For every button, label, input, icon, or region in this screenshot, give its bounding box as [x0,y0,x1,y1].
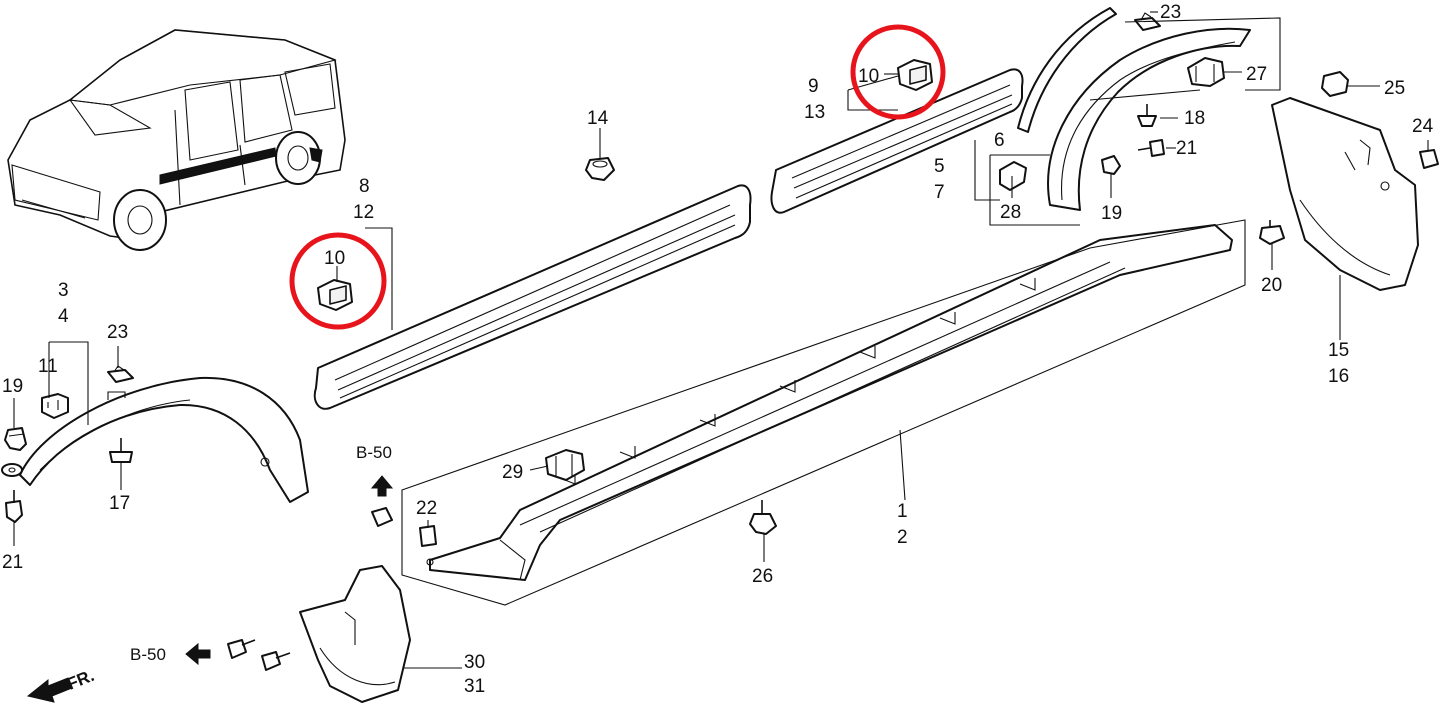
callout-29: 29 [502,462,523,483]
screw-18 [1137,104,1157,127]
callout-15: 15 [1328,340,1349,361]
callout-5: 5 [934,156,945,177]
screw-20 [1259,220,1285,245]
b50-up-arrow-icon [370,475,394,497]
nut-22 [419,525,437,547]
callout-9: 9 [808,76,819,97]
callout-30: 30 [464,652,485,673]
nut-23-left [107,365,134,383]
callout-16: 16 [1328,366,1349,387]
clip-28 [999,161,1027,198]
clip-29 [545,449,585,481]
callout-4: 4 [58,306,69,327]
callout-7: 7 [934,182,945,203]
screw-21-right [1137,139,1165,157]
clip-25 [1321,71,1349,97]
callout-14: 14 [587,108,609,129]
callout-25: 25 [1384,78,1405,99]
callout-1: 1 [897,501,908,522]
bolt-17 [109,438,133,463]
callout-13: 13 [804,102,825,123]
callout-2: 2 [897,527,908,548]
callout-23-left: 23 [107,322,128,343]
callout-17: 17 [109,493,130,514]
leader-lines [13,11,1429,669]
clip-10-lower [317,279,353,311]
door-molding-rear [770,68,1024,214]
clip-26 [749,500,777,535]
callout-31: 31 [464,676,485,697]
ref-b50-top: B-50 [356,443,392,462]
callout-11: 11 [38,356,58,377]
ref-b50-bottom: B-50 [130,645,166,664]
nut-24 [1419,149,1439,169]
highlight-circle-upper [850,24,946,120]
front-direction-arrow-icon [26,677,73,703]
clip-10-upper [897,59,933,91]
callout-3: 3 [58,280,69,301]
clip-27 [1187,57,1225,87]
rear-fender-leaders [989,17,1281,226]
callout-20: 20 [1261,275,1282,296]
highlight-circle-lower [289,232,387,330]
callout-26: 26 [752,566,773,587]
callout-10-upper: 10 [858,66,879,87]
callout-23-right: 23 [1160,2,1181,23]
rear-fender-flare [1017,7,1251,211]
sill-bracket-lines [401,219,1246,606]
callout-21-right: 21 [1176,138,1197,159]
front-mudflap-screws [227,639,291,671]
clip-11 [41,393,69,419]
screw-19-left [4,427,27,451]
callout-22: 22 [416,498,437,519]
front-mudflap [299,565,411,703]
callout-12: 12 [353,202,374,223]
vehicle-illustration [7,29,346,251]
clip-14 [585,157,615,181]
callout-24: 24 [1412,116,1434,137]
front-direction-label: FR. [64,666,97,694]
callout-28: 28 [1000,202,1021,223]
clip-19-right [1101,155,1121,175]
clip-small-left [371,507,393,527]
b50-left-arrow-icon [185,642,211,666]
callout-19-left: 19 [2,376,23,397]
side-sill-garnish [426,224,1233,581]
callout-27: 27 [1246,64,1267,85]
screw-21-left [5,490,23,523]
callout-19-right: 19 [1101,203,1122,224]
callout-8: 8 [359,176,370,197]
washer-left [1,463,23,477]
callout-6: 6 [994,130,1005,151]
callout-10-lower: 10 [324,248,345,269]
callout-18: 18 [1184,108,1205,129]
door-molding-front [313,184,752,410]
front-fender-flare [19,376,309,503]
callout-21-left: 21 [2,552,23,573]
rear-mudflap [1271,97,1419,291]
